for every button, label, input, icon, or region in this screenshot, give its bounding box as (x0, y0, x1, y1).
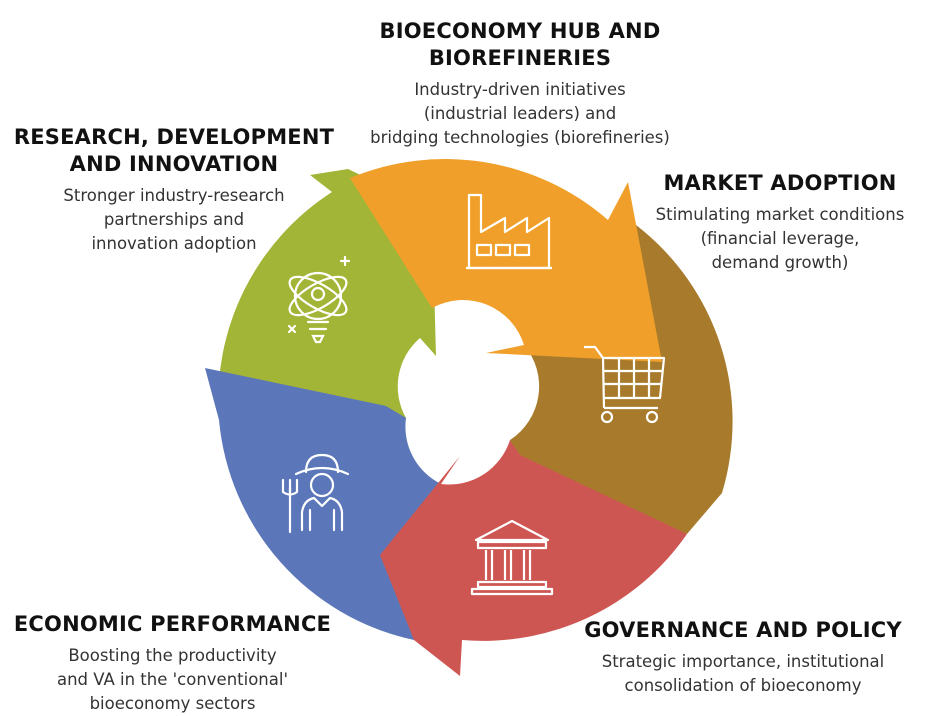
segment-governance (380, 440, 687, 676)
label-research: RESEARCH, DEVELOPMENT AND INNOVATION Str… (4, 124, 344, 256)
description-economic: Boosting the productivity and VA in the … (56, 646, 289, 713)
description-hub: Industry-driven initiatives (industrial … (370, 80, 670, 147)
label-hub: BIOECONOMY HUB AND BIOREFINERIES Industr… (340, 18, 700, 150)
heading-research: RESEARCH, DEVELOPMENT AND INNOVATION (13, 125, 335, 176)
label-market: MARKET ADOPTION Stimulating market condi… (640, 170, 920, 275)
description-governance: Strategic importance, institutional cons… (601, 652, 885, 695)
heading-market: MARKET ADOPTION (663, 171, 897, 195)
innovation-lightbulb-icon (287, 255, 351, 344)
shopping-cart-icon (584, 345, 666, 424)
label-governance: GOVERNANCE AND POLICY Strategic importan… (573, 617, 913, 698)
government-building-icon (470, 519, 554, 596)
heading-governance: GOVERNANCE AND POLICY (584, 618, 902, 642)
segment-hub (350, 159, 662, 362)
segment-research (218, 169, 436, 420)
description-market: Stimulating market conditions (financial… (655, 205, 905, 272)
farmer-icon (281, 453, 350, 534)
heading-economic: ECONOMIC PERFORMANCE (13, 612, 332, 636)
description-research: Stronger industry-research partnerships … (63, 186, 285, 253)
factory-icon (466, 193, 552, 270)
heading-hub: BIOECONOMY HUB AND BIOREFINERIES (379, 19, 661, 70)
label-economic: ECONOMIC PERFORMANCE Boosting the produc… (5, 611, 340, 716)
